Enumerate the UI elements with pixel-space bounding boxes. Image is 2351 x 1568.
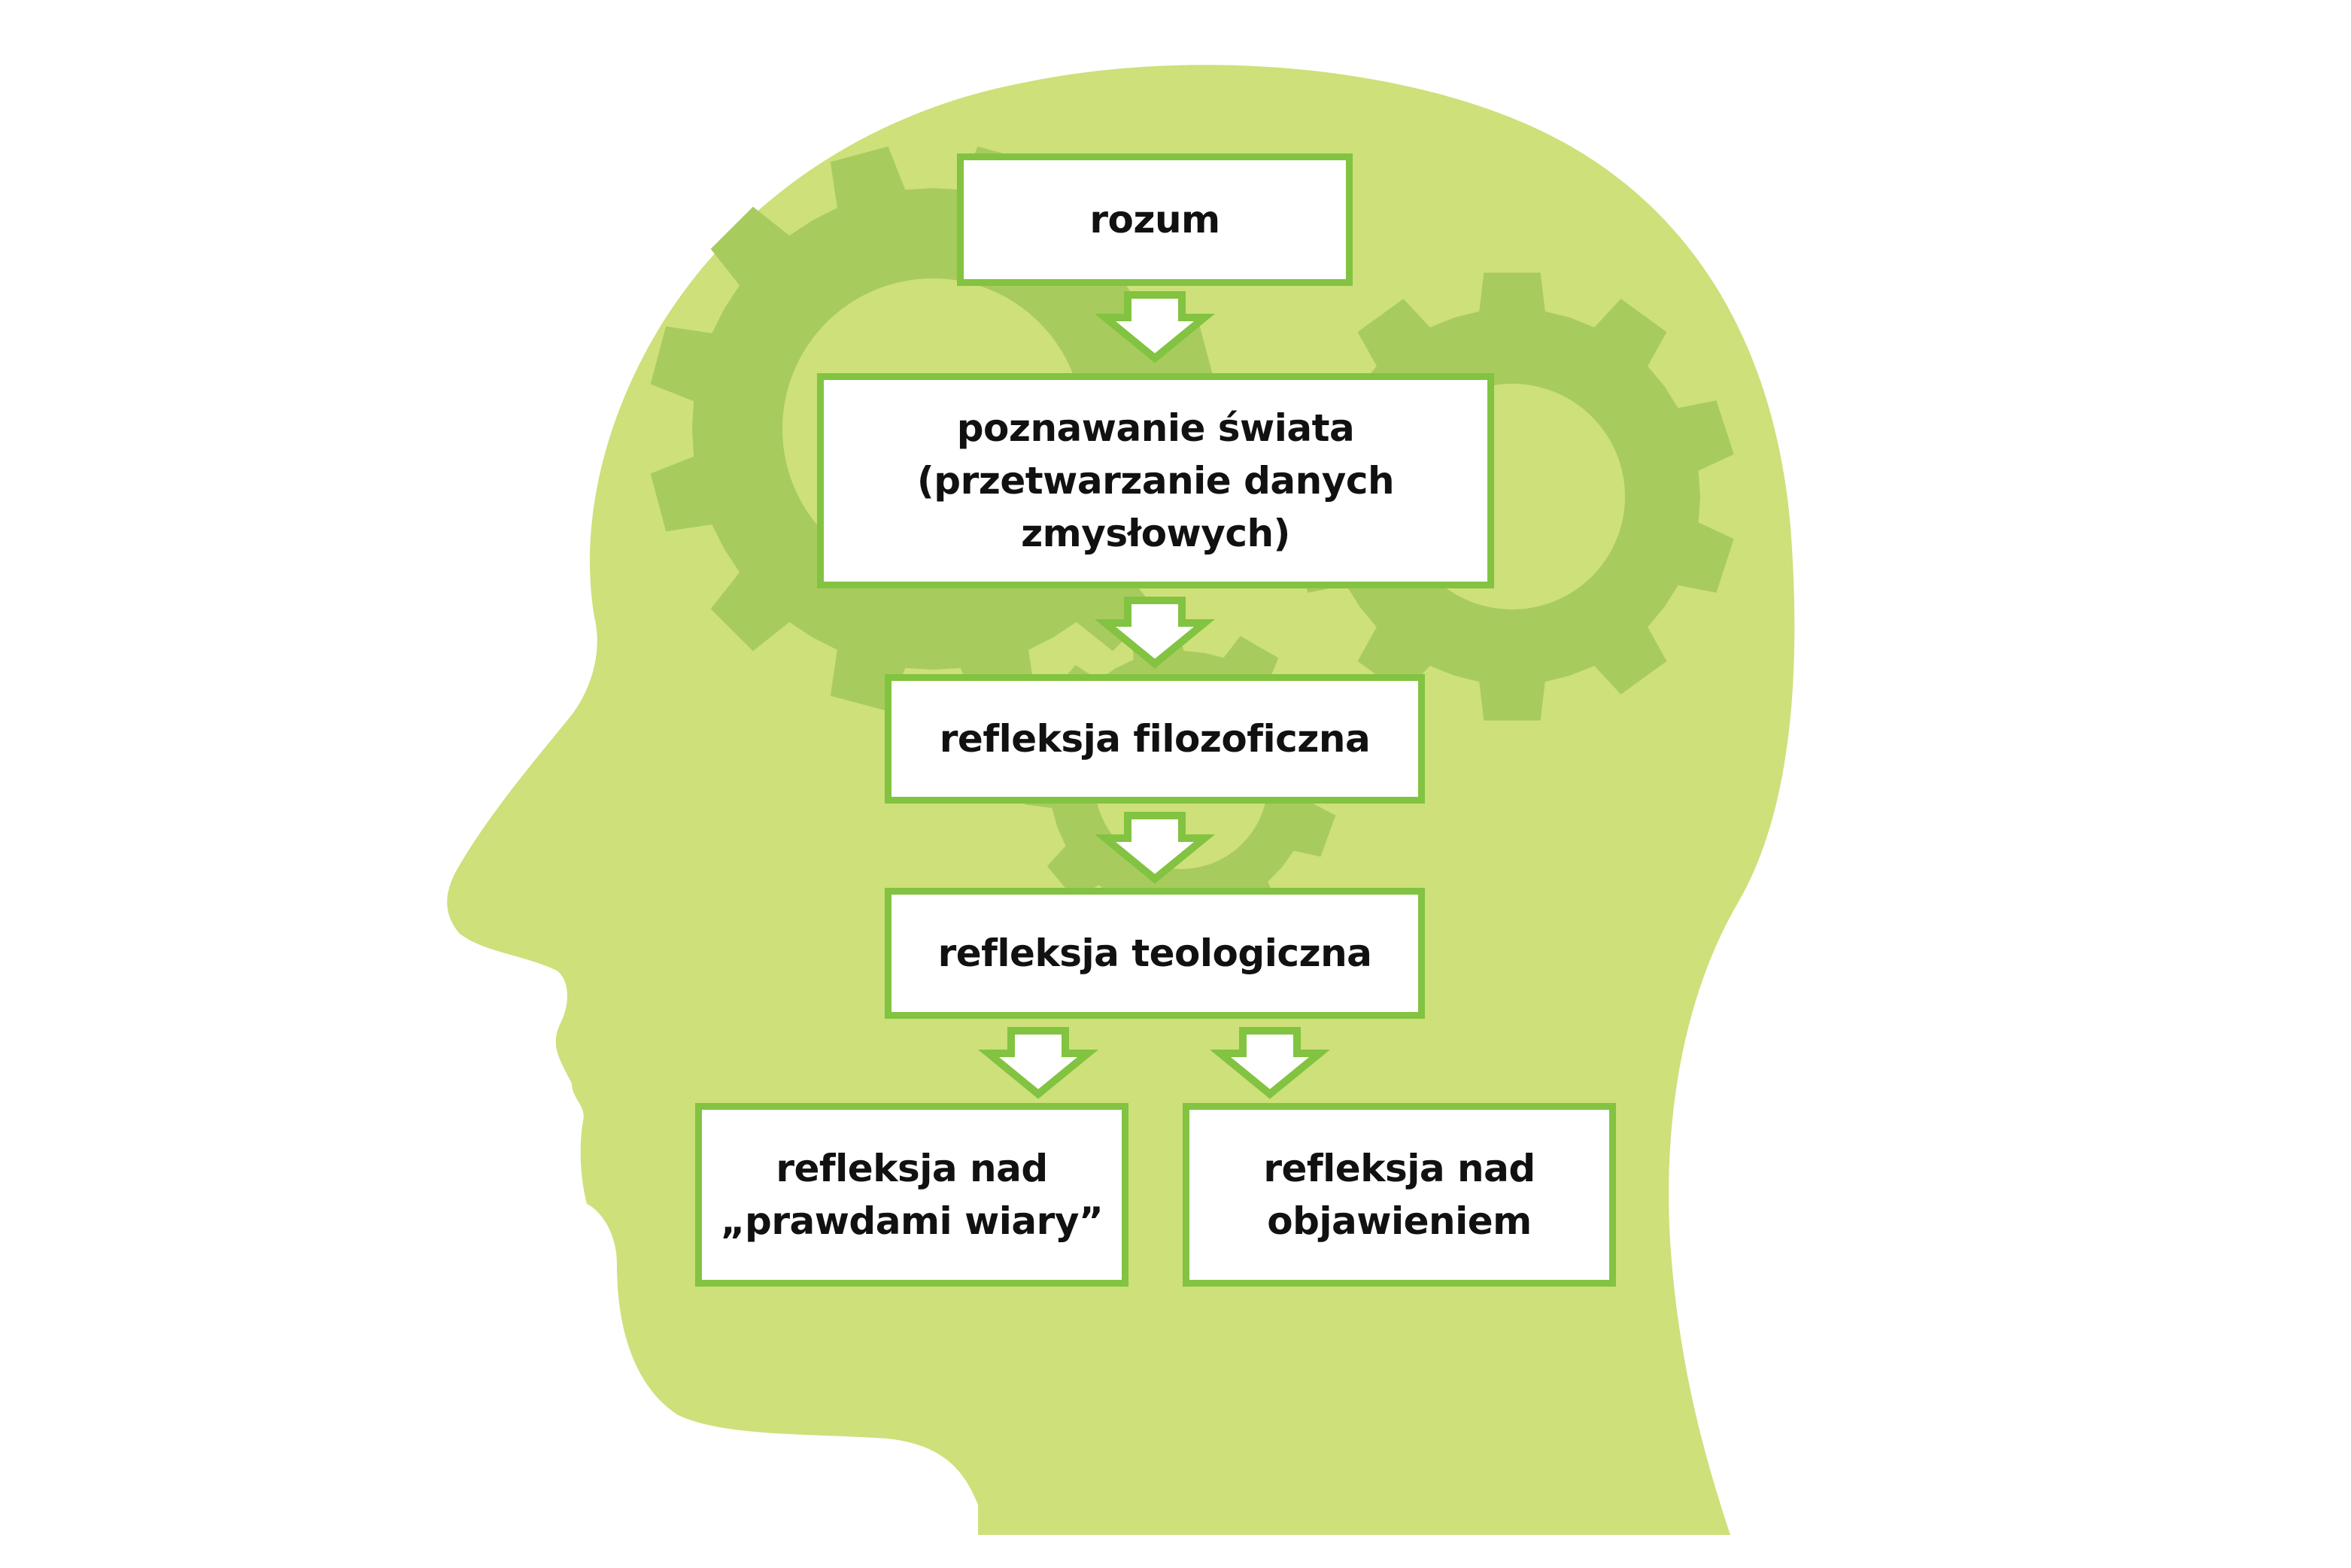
node-label: poznawanie świata (przetwarzanie danych … [916,406,1395,555]
node-label: rozum [1089,198,1220,242]
node-label: refleksja nad objawieniem [1263,1147,1535,1243]
node-refleksja-teologiczna: refleksja teologiczna [885,888,1425,1019]
node-refleksja-filozoficzna: refleksja filozoficzna [885,674,1425,804]
arrow-down-icon [977,1027,1099,1099]
node-refleksja-nad-objawieniem: refleksja nad objawieniem [1183,1103,1616,1287]
arrow-down-icon [1094,291,1216,363]
arrow-down-icon [1094,597,1216,669]
arrow-down-icon [1094,812,1216,884]
arrow-down-icon [1209,1027,1331,1099]
node-rozum: rozum [957,153,1353,286]
node-label: refleksja teologiczna [937,931,1372,975]
node-refleksja-nad-prawdami-wiary: refleksja nad „prawdami wiary” [695,1103,1128,1287]
node-poznawanie-swiata: poznawanie świata (przetwarzanie danych … [817,373,1494,588]
node-label: refleksja filozoficzna [939,717,1371,761]
node-label: refleksja nad „prawdami wiary” [720,1147,1104,1243]
